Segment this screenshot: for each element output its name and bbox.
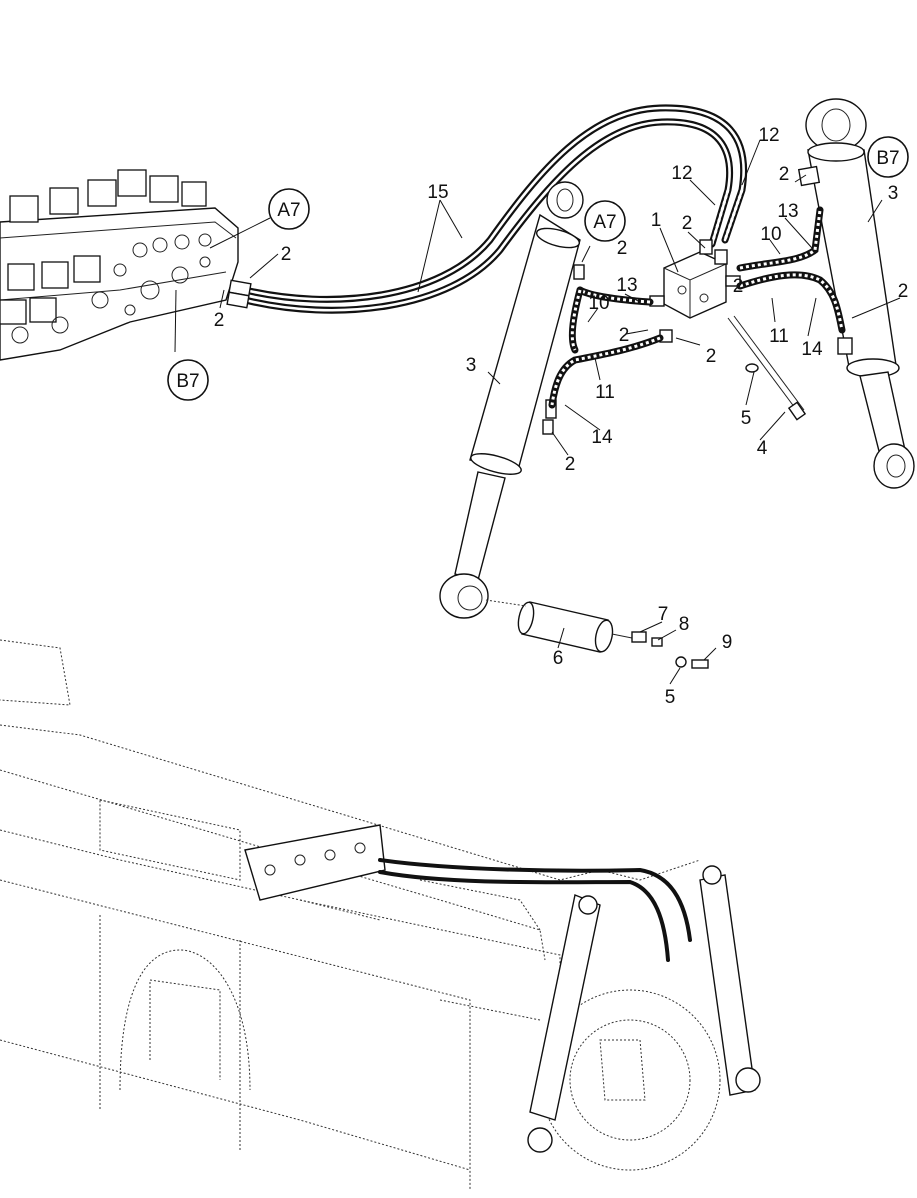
callout-7: 7 xyxy=(658,604,669,625)
left-lift-cylinder xyxy=(439,181,585,619)
callout-1: 1 xyxy=(651,210,662,231)
tag-b7-left: B7 xyxy=(167,359,209,401)
tag-a7-mid: A7 xyxy=(584,200,626,242)
svg-text:A7: A7 xyxy=(593,212,616,233)
callout-3: 3 xyxy=(466,355,477,376)
callout-5: 5 xyxy=(741,408,752,429)
callout-12: 12 xyxy=(671,163,692,184)
callout-2: 2 xyxy=(281,244,292,265)
pivot-pin-assembly xyxy=(485,599,709,669)
callout-2: 2 xyxy=(682,213,693,234)
manifold-block xyxy=(649,239,807,421)
callout-2: 2 xyxy=(706,346,717,367)
callout-13: 13 xyxy=(777,201,798,222)
hoses-cylinder-lines xyxy=(548,206,846,409)
tag-a7-left: A7 xyxy=(268,188,310,230)
callout-14: 14 xyxy=(801,339,823,360)
callout-2: 2 xyxy=(779,164,790,185)
callout-labels: 15 12 12 1 2 2 2 2 2 2 2 2 2 2 3 3 13 13… xyxy=(214,125,909,708)
callout-12: 12 xyxy=(758,125,779,146)
callout-2: 2 xyxy=(898,281,909,302)
leader-lines xyxy=(174,139,901,685)
callout-15: 15 xyxy=(427,182,448,203)
callout-2: 2 xyxy=(733,276,744,297)
callout-2: 2 xyxy=(619,325,630,346)
vehicle-frame xyxy=(0,639,761,1190)
callout-5: 5 xyxy=(665,687,676,708)
callout-2: 2 xyxy=(214,310,225,331)
control-valve-block xyxy=(0,169,239,361)
callout-14: 14 xyxy=(591,427,613,448)
callout-11: 11 xyxy=(595,382,615,403)
svg-text:A7: A7 xyxy=(277,200,300,221)
hose-15-pair xyxy=(226,104,748,314)
callout-9: 9 xyxy=(722,632,733,653)
callout-10: 10 xyxy=(588,293,609,314)
right-lift-cylinder xyxy=(797,98,915,489)
callout-13: 13 xyxy=(616,275,637,296)
callout-6: 6 xyxy=(553,648,564,669)
svg-text:B7: B7 xyxy=(176,371,199,392)
callout-2: 2 xyxy=(617,238,628,259)
callout-11: 11 xyxy=(769,326,789,347)
svg-text:B7: B7 xyxy=(876,148,899,169)
callout-2: 2 xyxy=(565,454,576,475)
callout-4: 4 xyxy=(757,438,768,459)
tag-b7-right: B7 xyxy=(867,136,909,178)
callout-8: 8 xyxy=(679,614,690,635)
callout-3: 3 xyxy=(888,183,899,204)
callout-10: 10 xyxy=(760,224,781,245)
